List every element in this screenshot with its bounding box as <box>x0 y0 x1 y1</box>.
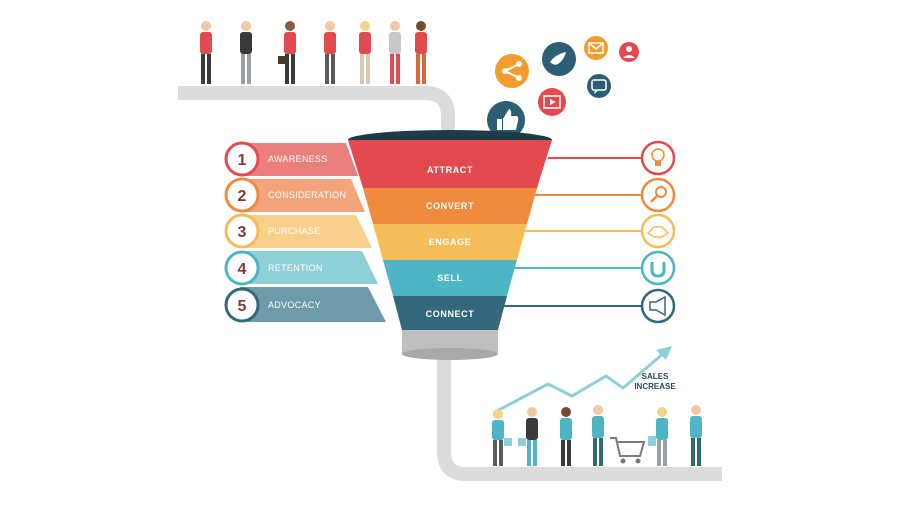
stage-number: 4 <box>238 261 247 278</box>
shopping-cart-icon <box>610 437 646 464</box>
person <box>415 21 427 84</box>
stage-number: 2 <box>238 188 247 205</box>
funnel-label-convert: CONVERT <box>426 201 474 211</box>
funnel <box>348 130 552 360</box>
funnel-label-engage: ENGAGE <box>429 237 472 247</box>
funnel-layer-connect <box>393 296 507 330</box>
stage-number: 3 <box>238 224 247 241</box>
conveyor-track <box>178 86 722 481</box>
person <box>560 407 572 466</box>
connector-lines <box>504 157 642 307</box>
handshake-icon <box>640 213 676 249</box>
stage-label-advocacy: ADVOCACY <box>268 300 321 310</box>
customers-bottom <box>492 405 702 466</box>
person <box>240 21 252 84</box>
magnet-icon <box>640 250 676 286</box>
social-icons <box>487 36 639 139</box>
stage-circles <box>224 141 260 323</box>
person <box>518 407 538 466</box>
stage-number: 1 <box>238 152 247 169</box>
person <box>278 21 296 84</box>
funnel-label-connect: CONNECT <box>426 309 475 319</box>
sales-increase-arrow <box>494 346 672 414</box>
person <box>592 405 604 466</box>
stage-label-awareness: AWARENESS <box>268 154 328 164</box>
chat-icon <box>587 74 611 98</box>
person <box>200 21 212 84</box>
magnifier-icon <box>640 177 676 213</box>
stage-bands <box>240 143 386 322</box>
funnel-layer-engage <box>373 224 527 260</box>
funnel-labels: ATTRACT CONVERT ENGAGE SELL CONNECT <box>426 165 475 319</box>
person <box>324 21 336 84</box>
person <box>648 407 668 466</box>
twitter-bird-icon <box>542 42 576 76</box>
share-icon <box>495 54 529 88</box>
mail-icon <box>584 36 608 60</box>
like-icon <box>487 101 525 139</box>
video-icon <box>538 88 566 116</box>
funnel-layer-convert <box>363 188 537 224</box>
funnel-layer-attract <box>348 140 552 188</box>
megaphone-icon <box>640 288 676 324</box>
stage-label-consideration: CONSIDERATION <box>268 190 346 200</box>
funnel-label-attract: ATTRACT <box>427 165 473 175</box>
stage-labels: AWARENESS CONSIDERATION PURCHASE RETENTI… <box>268 154 346 310</box>
user-icon <box>619 42 639 62</box>
sales-label-line2: INCREASE <box>634 382 676 391</box>
people-top <box>200 21 427 84</box>
lightbulb-icon <box>640 140 676 176</box>
stage-number: 5 <box>238 298 247 315</box>
stage-label-purchase: PURCHASE <box>268 226 320 236</box>
person <box>359 21 371 84</box>
funnel-layer-sell <box>383 260 517 296</box>
person <box>492 409 512 466</box>
stage-numbers: 1 2 3 4 5 <box>238 152 247 315</box>
sales-label-line1: SALES <box>642 372 669 381</box>
person <box>389 21 401 84</box>
funnel-label-sell: SELL <box>437 273 462 283</box>
stage-label-retention: RETENTION <box>268 263 323 273</box>
person <box>690 405 702 466</box>
